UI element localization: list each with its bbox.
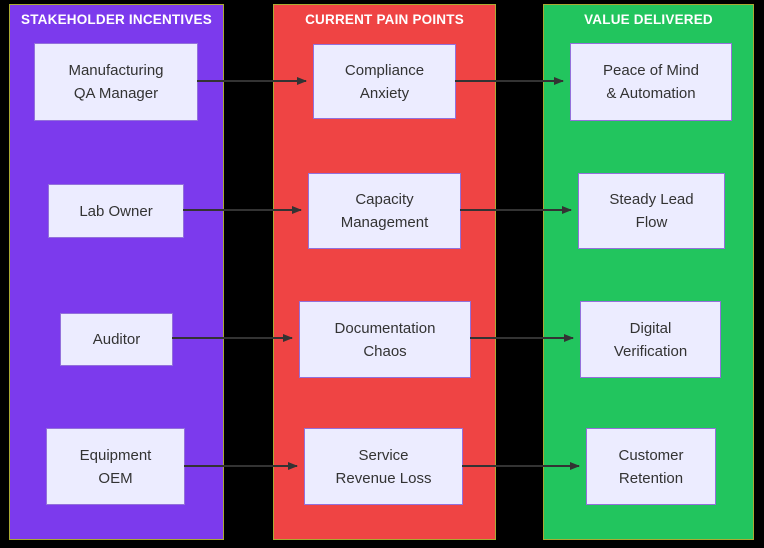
node-manufacturing-qa-manager: Manufacturing QA Manager xyxy=(34,43,198,121)
column-stakeholder-incentives: STAKEHOLDER INCENTIVES Manufacturing QA … xyxy=(9,4,224,540)
column-title-value-delivered: VALUE DELIVERED xyxy=(584,12,713,27)
node-service-revenue-loss: Service Revenue Loss xyxy=(304,428,463,505)
column-value-delivered: VALUE DELIVERED Peace of Mind & Automati… xyxy=(543,4,754,540)
node-compliance-anxiety: Compliance Anxiety xyxy=(313,44,456,119)
node-capacity-management: Capacity Management xyxy=(308,173,461,249)
node-documentation-chaos: Documentation Chaos xyxy=(299,301,471,378)
node-lab-owner: Lab Owner xyxy=(48,184,184,238)
node-digital-verification: Digital Verification xyxy=(580,301,721,378)
node-steady-lead-flow: Steady Lead Flow xyxy=(578,173,725,249)
node-equipment-oem: Equipment OEM xyxy=(46,428,185,505)
node-auditor: Auditor xyxy=(60,313,173,366)
column-title-stakeholder-incentives: STAKEHOLDER INCENTIVES xyxy=(21,12,212,27)
column-title-current-pain-points: CURRENT PAIN POINTS xyxy=(305,12,464,27)
column-current-pain-points: CURRENT PAIN POINTS Compliance Anxiety C… xyxy=(273,4,496,540)
node-customer-retention: Customer Retention xyxy=(586,428,716,505)
node-peace-of-mind-automation: Peace of Mind & Automation xyxy=(570,43,732,121)
